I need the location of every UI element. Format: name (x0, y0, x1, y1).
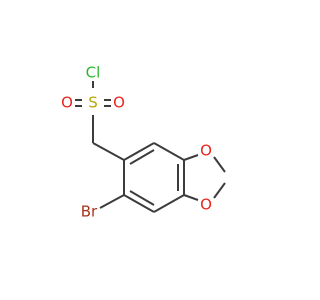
bonds (75, 81, 226, 213)
bond-o-bottom-ch2 (213, 182, 226, 199)
atom-labels: Cl S O O O O Br (61, 64, 212, 221)
atom-cl: Cl (86, 64, 101, 82)
bond-ring-4 (153, 194, 185, 213)
bond-ch2-ring (92, 142, 125, 161)
bond-c-o-top (183, 154, 199, 161)
atom-s: S (88, 94, 98, 112)
bond-ring-2 (153, 142, 185, 161)
structure-canvas: Cl S O O O O Br (61, 64, 226, 221)
atom-br: Br (81, 203, 98, 221)
molecule-diagram: Cl S O O O O Br (61, 64, 226, 221)
atom-o-ring-bottom: O (200, 196, 212, 214)
bond-c-o-bottom (183, 194, 199, 201)
atom-o-ring-top: O (200, 142, 212, 160)
bond-ring-1 (123, 142, 155, 161)
bond-o-top-ch2 (213, 156, 226, 173)
bond-ring-inner-1 (129, 149, 155, 165)
bond-ring-inner-3 (129, 190, 155, 206)
bond-ring-br (99, 194, 125, 209)
bond-ring-5 (123, 194, 155, 213)
atom-o-right: O (113, 94, 125, 112)
atom-o-left: O (61, 94, 73, 112)
